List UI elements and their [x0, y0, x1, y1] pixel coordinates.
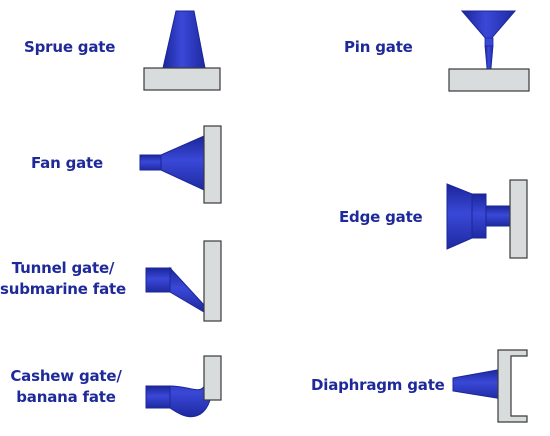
fan-channel [160, 135, 205, 191]
runner [139, 154, 163, 171]
pin-neck [484, 37, 494, 47]
edge-gate-label: Edge gate [339, 208, 423, 226]
pin-cone [460, 10, 517, 41]
cashew-gate-label: Cashew gate/ banana fate [3, 366, 129, 408]
pin-tip [484, 45, 494, 70]
tunnel-gate-label-line2: submarine fate [0, 280, 126, 298]
pin-gate-label: Pin gate [344, 38, 413, 56]
edge-gate-illustration [446, 179, 528, 259]
molded-part [509, 179, 528, 259]
fan-gate-illustration [139, 125, 222, 204]
tunnel-gate-illustration [145, 240, 222, 322]
molded-part [497, 349, 528, 423]
runner-cone [446, 183, 473, 250]
cashew-gate-illustration [145, 355, 222, 418]
sprue-gate-label: Sprue gate [24, 38, 116, 56]
tunnel-gate-label-line1: Tunnel gate/ [11, 259, 115, 277]
edge-channel [485, 205, 511, 227]
runner [145, 385, 171, 409]
diaphragm-gate-label: Diaphragm gate [311, 376, 445, 394]
tunnel-gate-label: Tunnel gate/ submarine fate [0, 258, 126, 300]
cashew-gate-label-line1: Cashew gate/ [10, 367, 122, 385]
molded-part [203, 125, 222, 204]
fan-gate-label: Fan gate [31, 154, 103, 172]
diaphragm-channel [452, 368, 504, 400]
sprue-channel [162, 10, 206, 69]
runner-body [471, 193, 487, 239]
molded-part [203, 240, 222, 322]
runner [145, 267, 172, 293]
diaphragm-gate-illustration [452, 349, 528, 423]
molded-part [448, 68, 530, 92]
tunnel-channel [169, 266, 205, 313]
sprue-gate-illustration [143, 10, 221, 91]
pin-gate-illustration [448, 10, 530, 92]
molded-part [143, 67, 221, 91]
molded-part [203, 355, 222, 401]
cashew-gate-label-line2: banana fate [16, 388, 116, 406]
